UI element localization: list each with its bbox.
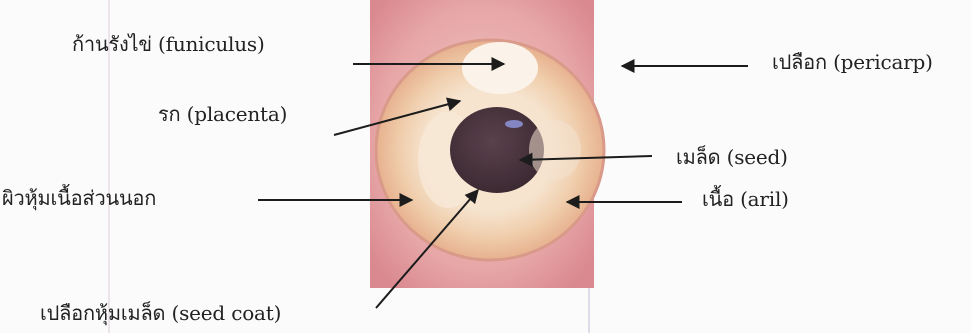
- label-seed: เมล็ด (seed): [676, 145, 788, 169]
- label-placenta: รก (placenta): [158, 102, 287, 126]
- funiculus-region: [462, 42, 538, 94]
- label-seed-coat: เปลือกหุ้มเมล็ด (seed coat): [40, 301, 281, 325]
- aril-region: [529, 120, 581, 180]
- label-aril: เนื้อ (aril): [702, 187, 789, 211]
- label-outer-layer: ผิวหุ้มเนื้อส่วนนอก: [2, 186, 156, 210]
- seed-highlight: [505, 120, 523, 128]
- label-funiculus: ก้านรังไข่ (funiculus): [72, 32, 265, 56]
- label-pericarp: เปลือก (pericarp): [772, 50, 933, 74]
- fruit-photo: [370, 0, 604, 288]
